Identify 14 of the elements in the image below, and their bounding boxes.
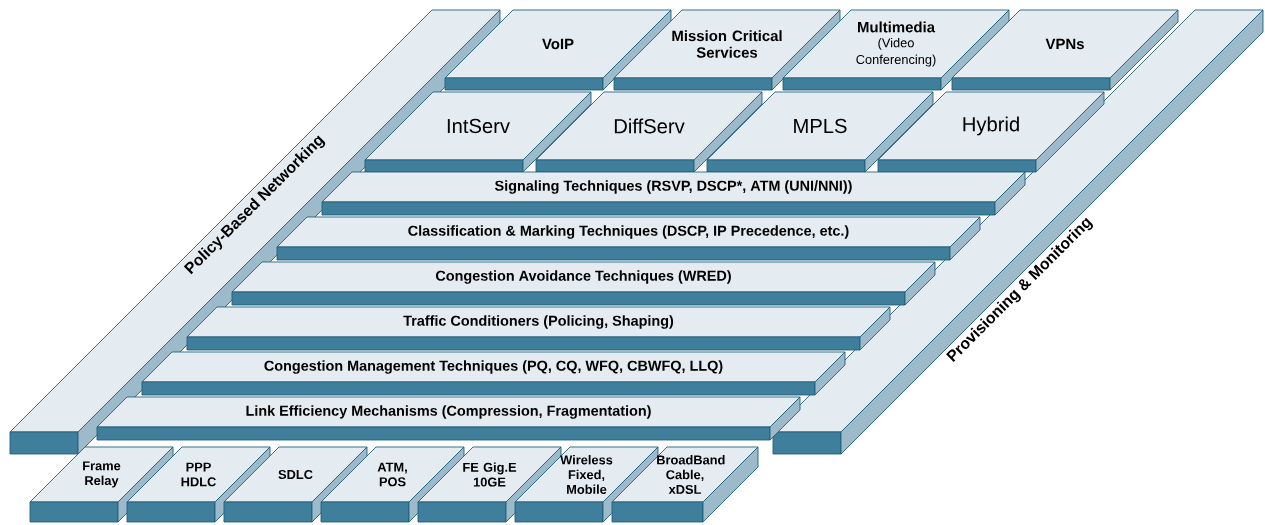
layer-slab: Traffic Conditioners (Policing, Shaping) bbox=[186, 306, 891, 351]
application-slab: VPNs bbox=[951, 9, 1179, 91]
application-slab: VoIP bbox=[444, 9, 672, 91]
model-slab: Hybrid bbox=[877, 91, 1105, 173]
model-slab: IntServ bbox=[364, 91, 592, 173]
layer-slab: Link Efficiency Mechanisms (Compression, Fragmentation) bbox=[96, 396, 801, 441]
model-slab: MPLS bbox=[706, 91, 934, 173]
application-slab: Multimedia (Video Conferencing) bbox=[782, 9, 1010, 91]
layer-slab: Classification & Marking Techniques (DSCP, IP Precedence, etc.) bbox=[276, 216, 981, 261]
layer-slab: Congestion Avoidance Techniques (WRED) bbox=[231, 261, 936, 306]
layer-slab: Congestion Management Techniques (PQ, CQ, WFQ, CBWFQ, LLQ) bbox=[141, 351, 846, 396]
model-slab: DiffServ bbox=[535, 91, 763, 173]
application-slab: Mission Critical Services bbox=[613, 9, 841, 91]
layer-slab: Signaling Techniques (RSVP, DSCP*, ATM (UNI/NNI)) bbox=[321, 171, 1026, 216]
